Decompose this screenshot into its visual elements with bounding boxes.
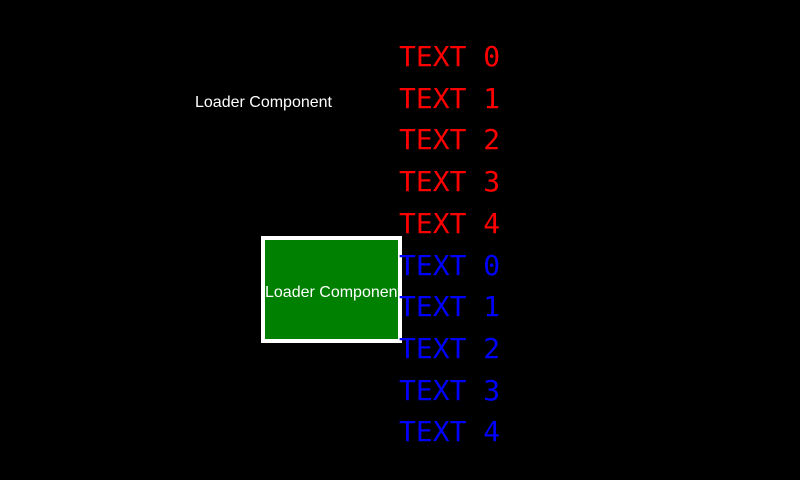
text-item-blue-0: TEXT 0 <box>399 248 501 282</box>
text-list: TEXT 0 TEXT 1 TEXT 2 TEXT 3 TEXT 4 TEXT … <box>399 36 500 453</box>
text-item-blue-3: TEXT 3 <box>399 373 501 407</box>
text-item-blue-2: TEXT 2 <box>399 331 501 365</box>
text-item-blue-1: TEXT 1 <box>399 290 501 324</box>
text-item-blue-4: TEXT 4 <box>399 415 501 449</box>
loader-component-box[interactable]: Loader Component <box>261 236 402 343</box>
loader-component-box-label: Loader Component <box>265 283 402 301</box>
text-item-red-3: TEXT 3 <box>399 165 501 199</box>
text-item-red-4: TEXT 4 <box>399 206 501 240</box>
text-item-red-2: TEXT 2 <box>399 123 501 157</box>
loader-component-label: Loader Component <box>195 94 332 111</box>
text-item-red-1: TEXT 1 <box>399 81 501 115</box>
text-item-red-0: TEXT 0 <box>399 40 501 73</box>
